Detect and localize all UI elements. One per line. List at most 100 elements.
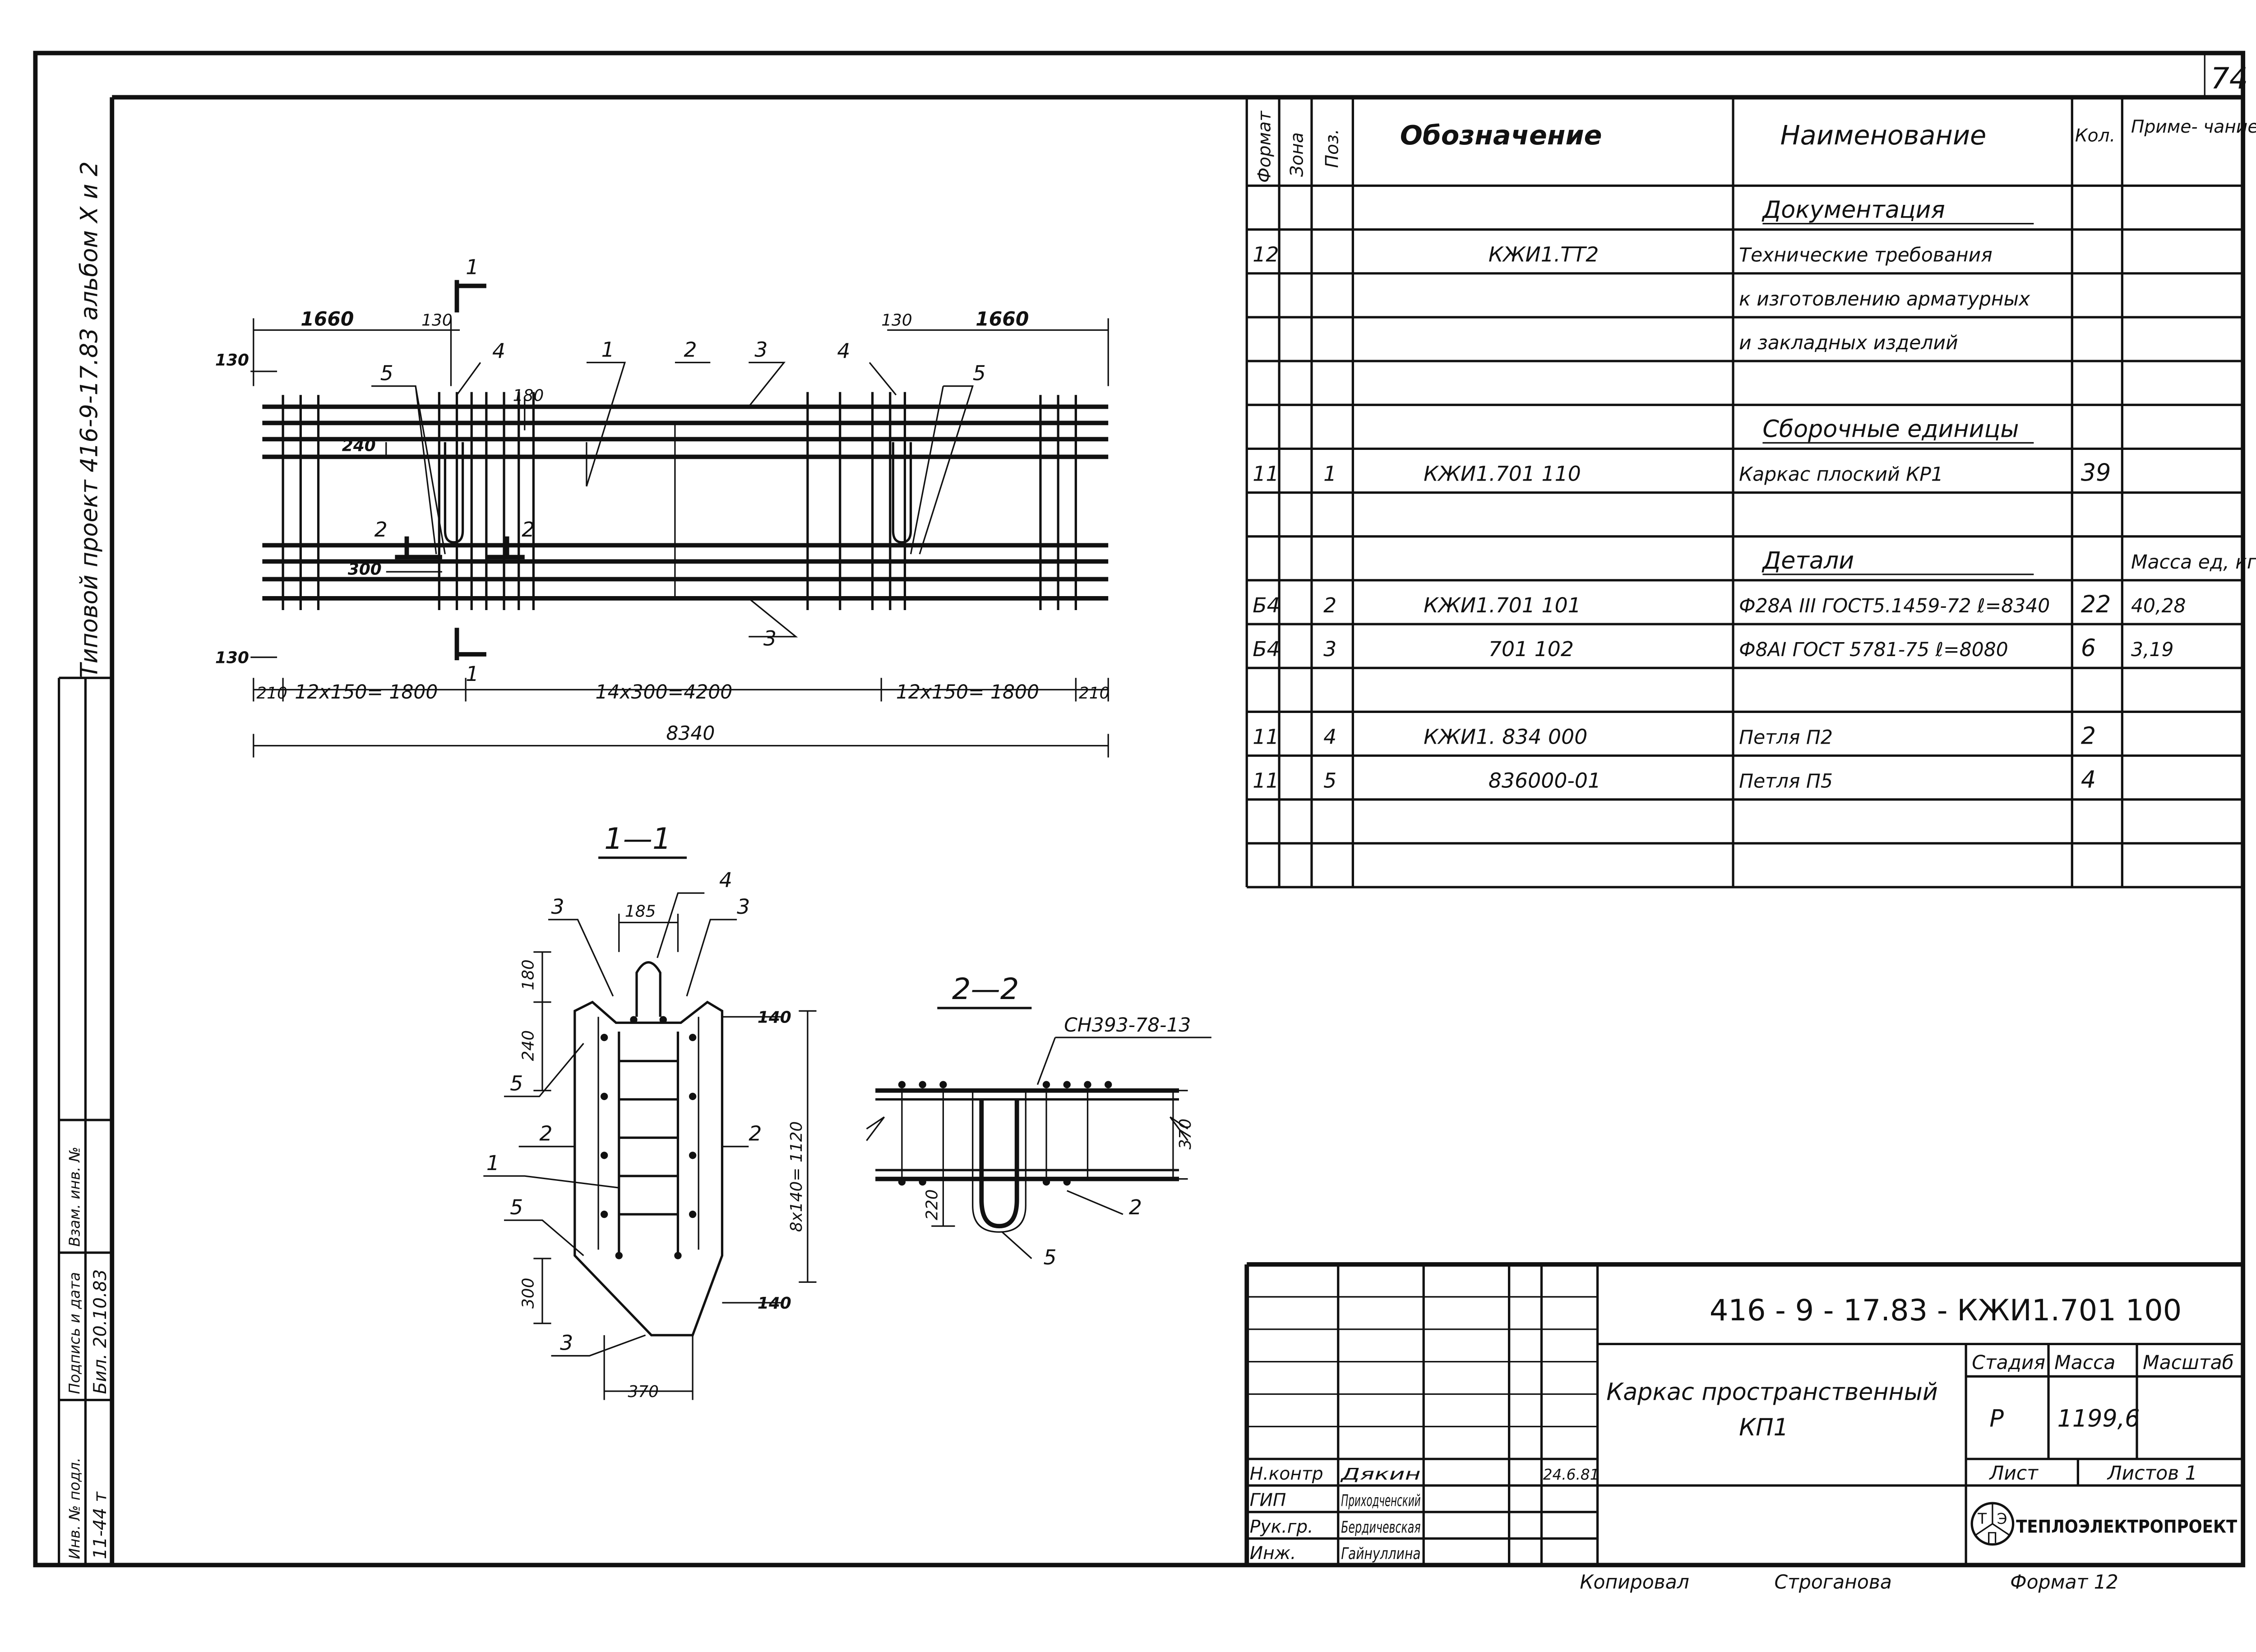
callout-5-left: 5: [380, 361, 393, 385]
signature-row: Н.контр Дякин 24.6.81: [1250, 1464, 1600, 1484]
sign-label: Подпись и дата: [66, 1272, 83, 1394]
spec-cell-designation: КЖИ1. 834 000: [1424, 725, 1587, 749]
s22-label-5: 5: [1043, 1245, 1056, 1269]
dim-right-1660: 1660: [975, 309, 1029, 331]
tb-name-line1: Каркас пространственный: [1606, 1379, 1938, 1406]
hdr-note: Приме- чание: [2131, 117, 2256, 137]
signature-row: Рук.гр.Бердичевская: [1250, 1517, 1421, 1537]
spec-cell-designation: 701 102: [1489, 637, 1574, 661]
s11-dim-185: 185: [625, 902, 656, 921]
spec-cell-pos: 2: [1323, 593, 1336, 617]
callout-4-left: 4: [492, 339, 505, 363]
role-name: Приходченский: [1341, 1492, 1420, 1510]
spec-cell-name: Сборочные единицы: [1762, 416, 2019, 443]
dim-left-span: 12x150= 1800: [295, 681, 438, 703]
dim-240: 240: [342, 436, 376, 455]
plan-view: 1660 1660 130 130 180 240 300 130 130 21…: [215, 255, 1110, 758]
section-mark-2-left: 2: [374, 518, 388, 541]
spec-cell-name: Ф28А III ГОСТ5.1459-72 ℓ=8340: [1739, 595, 2050, 617]
role-name: Дякин: [1340, 1465, 1420, 1484]
spec-cell-pos: 5: [1323, 769, 1336, 793]
spec-cell-note: 3,19: [2131, 639, 2174, 661]
s11-dim-pitch: 8x140= 1120: [787, 1121, 806, 1232]
spec-cell-format: 11: [1253, 769, 1279, 793]
spec-cell-name: Петля П2: [1739, 727, 1833, 749]
s22-label-2: 2: [1129, 1195, 1142, 1219]
spec-cell-name: Ф8АI ГОСТ 5781-75 ℓ=8080: [1739, 639, 2008, 661]
s11-dim-370: 370: [628, 1383, 659, 1401]
role-label: Рук.гр.: [1250, 1517, 1313, 1537]
s11-label-2-left: 2: [539, 1122, 552, 1146]
spec-cell-pos: 4: [1323, 725, 1336, 749]
hdr-pos: Поз.: [1322, 129, 1343, 168]
spec-cell-designation: КЖИ1.701 110: [1424, 462, 1581, 486]
footer-copier: Строганова: [1775, 1572, 1892, 1594]
hdr-designation: Обозначение: [1400, 120, 1602, 151]
dim-right-210: 210: [1079, 684, 1110, 703]
tb-org: ТЕПЛОЭЛЕКТРОПРОЕКТ: [2016, 1517, 2237, 1537]
tb-sheets-label: Листов 1: [2107, 1462, 2197, 1485]
spec-cell-name: и закладных изделий: [1739, 332, 1958, 354]
spec-table: Формат Зона Поз. Обозначение Наименовани…: [1245, 97, 2256, 888]
sheet-frame: 74 Типовой проект 416-9-17.83 альбом X и…: [33, 51, 2248, 1568]
role-name: Гайнуллина: [1341, 1545, 1420, 1563]
s11-dim-180: 180: [519, 959, 537, 990]
swap-label: Взам. инв. №: [66, 1147, 83, 1247]
footer: Копировал Строганова Формат 12: [1580, 1572, 2118, 1594]
hdr-format: Формат: [1254, 111, 1275, 183]
s11-label-3-left: 3: [551, 895, 564, 919]
spec-cell-qty: 6: [2081, 635, 2096, 662]
s22-dim-220: 220: [923, 1189, 941, 1221]
dim-mid-span: 14x300=4200: [596, 681, 733, 703]
spec-cell-name: к изготовлению арматурных: [1739, 288, 2030, 310]
tb-mass-label: Масса: [2054, 1352, 2115, 1374]
dim-300: 300: [348, 560, 382, 579]
section-2-2-title: 2—2: [952, 972, 1019, 1006]
s11-dim-140b: 140: [758, 1294, 791, 1313]
spec-cell-name: Технические требования: [1739, 245, 1992, 267]
section-1-1-title: 1—1: [604, 822, 671, 856]
s11-label-5-bottom: 5: [510, 1195, 523, 1219]
s11-dim-300: 300: [519, 1278, 537, 1309]
sign-value: Бил. 20.10.83: [90, 1269, 111, 1394]
inv-value: 11-44 т: [90, 1491, 111, 1559]
tb-mass: 1199,6: [2057, 1405, 2140, 1432]
tb-stage: Р: [1989, 1405, 2004, 1432]
s11-dim-140a: 140: [758, 1008, 791, 1027]
section-1-1: 1—1 185 180 240 140 8x140= 1: [483, 822, 817, 1401]
left-stamp: Инв. № подл. 11-44 т Подпись и дата Бил.…: [58, 676, 112, 1565]
callout-1: 1: [601, 338, 615, 361]
spec-row: Документация: [1761, 197, 2034, 225]
spec-cell-name: Документация: [1761, 197, 1945, 224]
page-number: 74: [2210, 61, 2248, 96]
role-label: Н.контр: [1250, 1464, 1323, 1484]
spec-cell-format: 11: [1253, 725, 1279, 749]
logo-letter-e: Э: [1997, 1510, 2007, 1527]
spec-cell-format: Б4: [1253, 637, 1280, 661]
transverse-frames: [282, 392, 1077, 611]
plan-dimensions: [250, 280, 1109, 758]
section-mark-2-right: 2: [522, 518, 535, 541]
spec-cell-designation: КЖИ1.ТТ2: [1489, 243, 1599, 267]
role-date: 24.6.81: [1543, 1466, 1600, 1483]
s22-standard-ref: СН393-78-13: [1064, 1014, 1191, 1037]
section-mark-1-bottom: 1: [466, 662, 479, 686]
footer-format: Формат 12: [2010, 1572, 2118, 1594]
s11-label-3-bottom: 3: [560, 1331, 573, 1355]
plan-callout-leaders: [371, 361, 974, 638]
tb-scale-label: Масштаб: [2143, 1352, 2234, 1374]
s11-label-3-right: 3: [737, 895, 750, 919]
logo-letter-p: П: [1987, 1529, 1998, 1546]
section-2-2: 2—2 СН393-78-13 370 220 2 5: [866, 972, 1211, 1269]
callout-2: 2: [684, 338, 697, 361]
tb-sheet-label: Лист: [1988, 1462, 2039, 1485]
dim-top-130: 130: [215, 351, 249, 370]
